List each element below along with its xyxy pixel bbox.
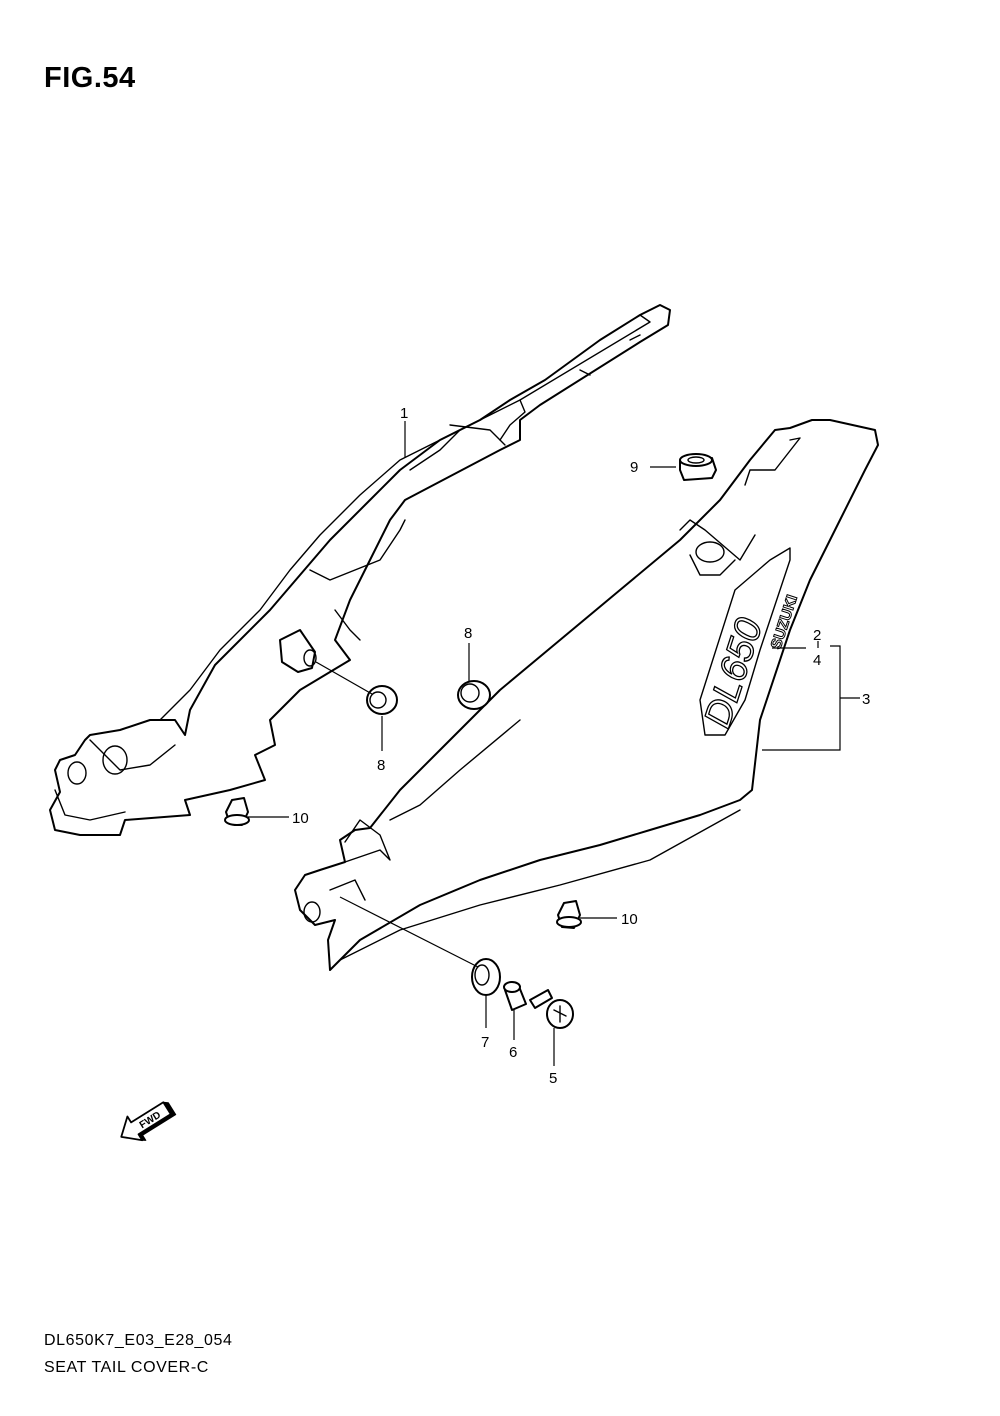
part-10-clip-lower: [556, 900, 582, 929]
callout-10-lower: 10: [621, 911, 638, 928]
part-8-grommet-lower: [366, 685, 398, 715]
diagram-name: SEAT TAIL COVER-C: [44, 1359, 209, 1376]
figure-title: FIG.54: [44, 62, 136, 94]
callout-7: 7: [481, 1034, 489, 1051]
diagram-code: DL650K7_E03_E28_054: [44, 1332, 233, 1349]
part-8-grommet-upper: [457, 680, 491, 710]
part-6-collar: [503, 981, 527, 1011]
callout-8-upper: 8: [464, 625, 472, 642]
part-1-frame-bracket: [49, 304, 671, 836]
callout-4: 4: [813, 652, 821, 669]
part-9-grommet: [679, 453, 717, 481]
callout-numbers: 1 9 8 8 10 10 2 4 3 7 6 5: [292, 405, 870, 1087]
callout-5: 5: [549, 1070, 557, 1087]
callout-1: 1: [400, 405, 408, 422]
callout-9: 9: [630, 459, 638, 476]
callout-6: 6: [509, 1044, 517, 1061]
part-3-seat-tail-cover: DL650 SUZUKI: [294, 419, 879, 971]
part-10-clip-upper: [224, 797, 250, 826]
part-5-bolt: [529, 989, 574, 1029]
callout-10-upper: 10: [292, 810, 309, 827]
part-7-grommet: [471, 958, 501, 996]
callout-8-lower: 8: [377, 757, 385, 774]
callout-2: 2: [813, 627, 821, 644]
callout-3: 3: [862, 691, 870, 708]
leader-lines: [248, 421, 860, 1066]
fwd-arrow-icon: FWD: [120, 1101, 177, 1142]
